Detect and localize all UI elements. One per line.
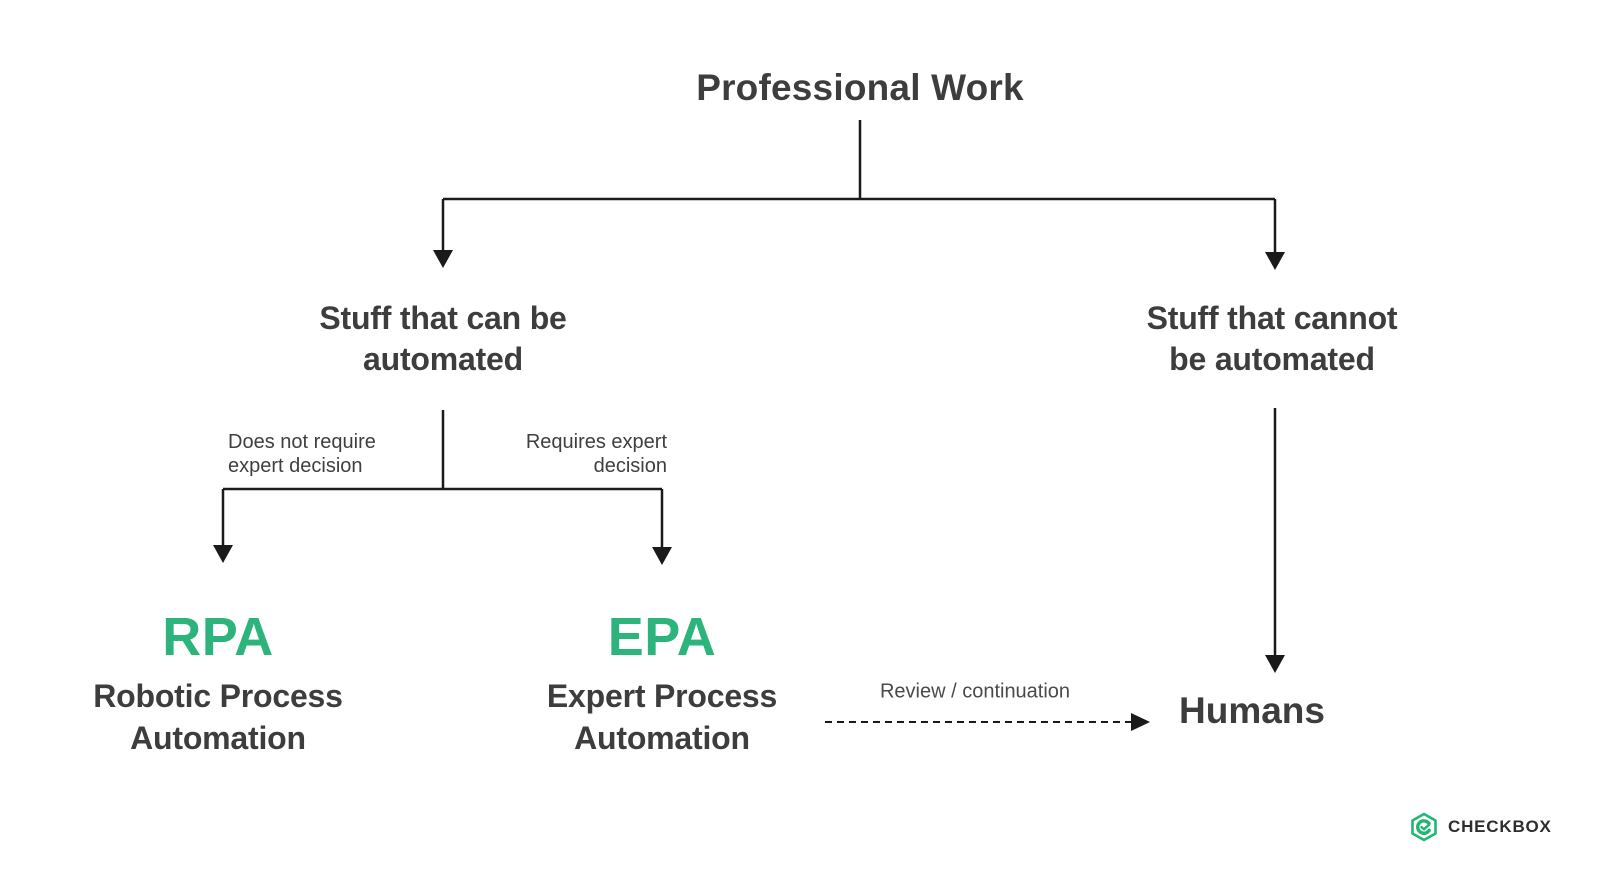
node-epa-abbr: EPA [607,607,717,667]
arrowhead-rpa-icon [213,545,233,563]
checkbox-logo-text: CHECKBOX [1448,817,1552,836]
arrowhead-humans-icon [1265,655,1285,673]
checkbox-logo: CHECKBOX [1408,812,1552,842]
node-cannot-be-automated-line2: be automated [1169,341,1375,377]
node-epa-subtitle-line2: Automation [574,720,750,756]
node-epa-subtitle: Expert Process Automation [547,675,777,759]
edge-label-no-expert-decision: Does not require expert decision [228,430,376,478]
node-cannot-be-automated: Stuff that cannot be automated [1147,298,1398,380]
node-rpa-subtitle-line1: Robotic Process [93,678,343,714]
node-can-be-automated-line2: automated [363,341,523,377]
edge-label-no-expert-line1: Does not require [228,431,376,453]
checkbox-hexagon-icon [1411,812,1437,842]
node-rpa-subtitle: Robotic Process Automation [93,675,343,759]
edge-label-expert-line1: Requires expert [525,431,667,453]
arrowhead-epa-icon [652,547,672,565]
node-rpa-subtitle-line2: Automation [130,720,306,756]
node-cannot-be-automated-line1: Stuff that cannot [1146,300,1398,336]
edge-label-no-expert-line2: expert decision [228,455,363,477]
node-professional-work: Professional Work [696,67,1024,108]
arrowhead-left-branch-icon [433,250,453,268]
arrowhead-review-icon [1131,713,1150,731]
edge-label-review-continuation: Review / continuation [879,680,1071,703]
node-epa-subtitle-line1: Expert Process [546,678,778,714]
node-can-be-automated: Stuff that can be automated [319,298,566,380]
edge-label-expert-line2: decision [593,455,667,477]
arrowhead-right-branch-icon [1265,252,1285,270]
node-rpa-abbr: RPA [162,607,274,667]
node-humans: Humans [1179,690,1325,731]
node-can-be-automated-line1: Stuff that can be [319,300,567,336]
edge-label-expert-decision: Requires expert decision [367,430,667,478]
